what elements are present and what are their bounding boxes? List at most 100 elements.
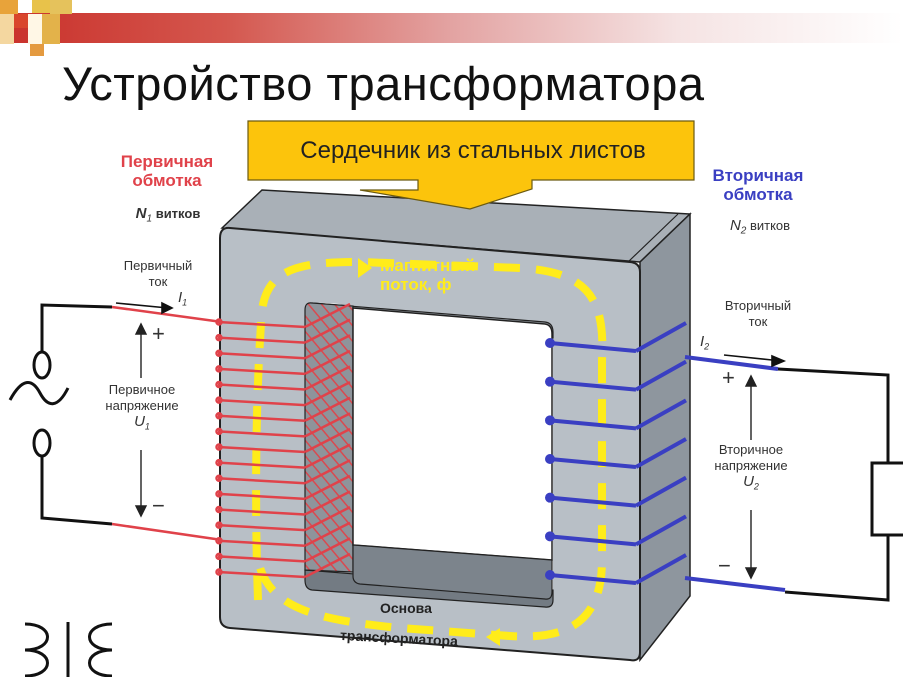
secondary-voltage-arrow <box>744 374 758 580</box>
primary-turn-edge <box>215 474 223 482</box>
primary-turn <box>217 461 306 469</box>
primary-turns: N1 витков <box>118 206 218 228</box>
secondary-heading-line2: обмотка <box>723 185 793 204</box>
primary-voltage-line1: Первичное <box>108 382 176 397</box>
secondary-current-symbol: I2 <box>700 334 709 355</box>
secondary-heading-line1: Вторичная <box>712 166 804 185</box>
primary-turn-back <box>304 490 351 516</box>
primary-turn-back <box>304 381 351 407</box>
secondary-turn <box>549 379 637 392</box>
secondary-turn-back <box>635 321 687 353</box>
primary-turn-edge <box>215 490 223 498</box>
secondary-turn <box>549 495 637 508</box>
primary-voltage-arrow <box>134 322 148 518</box>
primary-current-line2: ток <box>148 274 168 289</box>
primary-turn-edge <box>215 412 223 420</box>
primary-turn <box>217 445 306 454</box>
secondary-voltage-label: Вторичное напряжение U2 <box>692 442 810 495</box>
primary-turn <box>217 320 306 329</box>
flux-label-line2: поток, ф <box>380 275 452 294</box>
transformer-symbol-icon <box>24 622 113 677</box>
secondary-turn-back <box>635 437 687 469</box>
primary-turn-back <box>304 349 351 375</box>
secondary-turn <box>549 573 637 585</box>
secondary-turn-back <box>635 475 687 508</box>
primary-turn-edge <box>215 349 223 357</box>
primary-turn <box>217 508 306 516</box>
primary-plus: + <box>152 321 165 346</box>
primary-current-label: Первичный ток <box>100 258 216 290</box>
secondary-turn-edge <box>545 531 555 542</box>
primary-turns-sub: 1 <box>146 213 153 225</box>
primary-turn-back <box>304 474 351 500</box>
primary-turn-back <box>304 427 351 454</box>
secondary-lead-bottom <box>684 576 786 592</box>
header-accent-bar <box>0 13 903 43</box>
primary-turn-edge <box>215 365 223 373</box>
primary-turn-edge <box>215 380 223 389</box>
decor-square <box>32 0 50 13</box>
secondary-turn-edge <box>545 454 555 464</box>
secondary-turns-label: витков <box>749 218 791 233</box>
primary-turn-edge <box>215 333 223 342</box>
page-title: Устройство трансформатора <box>62 57 705 110</box>
primary-turn-edge <box>215 552 223 561</box>
primary-current-line1: Первичный <box>123 258 193 273</box>
primary-turn-back <box>304 459 351 485</box>
flux-arrow-top <box>358 258 372 278</box>
secondary-voltage-line1: Вторичное <box>718 442 784 457</box>
primary-turn <box>217 336 306 344</box>
primary-turn <box>217 555 306 563</box>
secondary-current-symbol-sub: 2 <box>704 341 710 352</box>
primary-winding <box>215 302 351 579</box>
decor-square <box>14 14 28 28</box>
primary-turn <box>217 477 306 485</box>
primary-voltage-label: Первичное напряжение U1 <box>84 382 200 435</box>
primary-turn <box>217 398 306 407</box>
secondary-turn-edge <box>545 415 555 426</box>
primary-turn-back <box>304 412 351 438</box>
primary-current-symbol-sub: 1 <box>182 297 188 308</box>
secondary-voltage-line2: напряжение <box>714 458 788 473</box>
flux-arrow-bottom <box>486 628 500 646</box>
base-label-line1: Основа <box>380 600 432 616</box>
secondary-voltage-sub: 2 <box>753 481 759 492</box>
primary-turn-edge <box>215 458 223 467</box>
secondary-current-symbol-letter: I <box>700 333 705 350</box>
decor-square <box>42 14 60 44</box>
primary-turn-back <box>304 506 351 532</box>
secondary-turn-back <box>635 359 687 392</box>
primary-turn <box>217 539 306 547</box>
secondary-turn-back <box>635 514 687 547</box>
secondary-voltage-symbol: U <box>743 473 754 490</box>
primary-turn <box>217 383 306 391</box>
primary-lead-bottom <box>111 522 223 542</box>
primary-turn <box>217 414 306 422</box>
primary-turn <box>217 352 306 360</box>
primary-turn-edge <box>215 568 223 576</box>
primary-voltage-symbol: U <box>134 413 145 430</box>
secondary-turns-sub: 2 <box>740 225 747 237</box>
load-resistor-icon <box>777 367 903 602</box>
primary-heading-line1: Первичная <box>120 152 214 171</box>
secondary-turn <box>549 534 637 547</box>
secondary-plus: + <box>722 365 735 390</box>
secondary-turn-back <box>635 398 687 431</box>
primary-turn-edge <box>215 443 223 451</box>
secondary-turn-back <box>635 553 687 585</box>
primary-current-symbol-letter: I <box>178 289 183 306</box>
decor-square <box>28 14 42 44</box>
primary-turn-back <box>304 537 351 563</box>
primary-heading-line2: обмотка <box>132 171 202 190</box>
primary-turn-back <box>304 365 351 391</box>
primary-heading: Первичная обмотка <box>108 152 226 190</box>
primary-turn-back <box>304 552 351 579</box>
primary-turn-back <box>304 396 351 422</box>
primary-turn-back <box>304 334 351 360</box>
secondary-turn-edge <box>545 570 555 580</box>
primary-turn-back <box>304 521 351 547</box>
decor-square <box>0 14 14 44</box>
secondary-current-line1: Вторичный <box>724 298 792 313</box>
flux-label: Магнитный поток, ф <box>380 256 475 294</box>
